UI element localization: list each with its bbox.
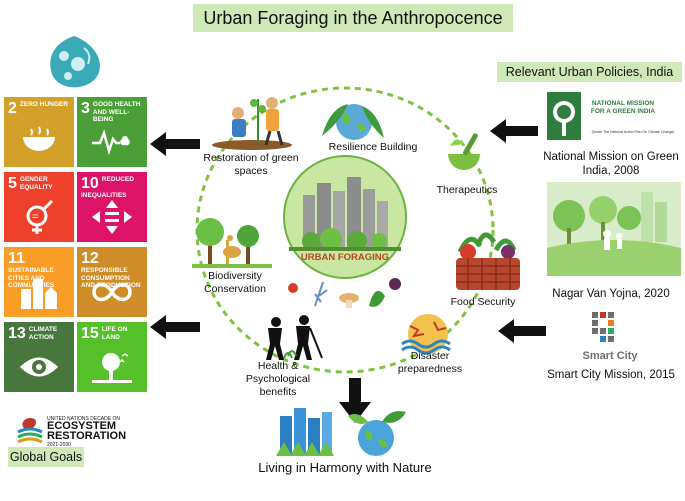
- decade-line4: 2021-2030: [47, 442, 71, 448]
- arrows-icon: [92, 200, 132, 234]
- forest-animals-icon: [192, 218, 272, 268]
- city-globe-harmony-icon: [276, 408, 406, 456]
- green-india-logo: NATIONAL MISSION FOR A GREEN INDIA (Unde…: [547, 92, 681, 142]
- un-decade-logo: UNITED NATIONS DECADE ON ECOSYSTEM RESTO…: [16, 416, 156, 448]
- arrow-right-upper-icon: [490, 119, 538, 143]
- policy-smart-city-label: Smart City Mission, 2015: [547, 369, 675, 381]
- page-title: Urban Foraging in the Anthropocence: [193, 4, 513, 32]
- small-produce-icons: [288, 278, 401, 308]
- nagar-van-illustration: [547, 182, 681, 276]
- decade-emblem-icon: [17, 418, 43, 444]
- global-goals-label: Global Goals: [8, 447, 84, 467]
- center-city-illustration: [283, 155, 407, 279]
- heartbeat-icon: [92, 129, 130, 156]
- bottom-label: Living in Harmony with Nature: [258, 460, 432, 475]
- policy-nagar-van-label: Nagar Van Yojna, 2020: [552, 288, 670, 300]
- decade-line2: ECOSYSTEM: [47, 420, 117, 432]
- benefit-health-label: Health & Psychological benefits: [245, 360, 311, 398]
- benefit-food-security-label: Food Security: [450, 296, 516, 308]
- gardening-people-icon: [266, 315, 323, 360]
- policy-green-india-label: National Mission on Green India, 2008: [543, 151, 679, 177]
- smart-city-logo-text: Smart City: [582, 350, 638, 362]
- planting-people-icon: [212, 97, 292, 150]
- disaster-waves-icon: [401, 314, 451, 355]
- mortar-pestle-icon: [448, 133, 480, 170]
- benefit-therapeutics-label: Therapeutics: [436, 184, 498, 196]
- benefit-resilience-label: Resilience Building: [328, 141, 418, 153]
- green-india-logo-text: NATIONAL MISSION FOR A GREEN INDIA: [590, 100, 656, 115]
- benefit-biodiversity-label: Biodiversity Conservation: [204, 270, 266, 295]
- bowl-icon: [23, 126, 55, 151]
- arrow-left-lower-icon: [150, 315, 200, 339]
- globe-leaves-icon: [322, 104, 384, 140]
- sdg-decorative-logo-icon: [50, 36, 100, 88]
- smart-city-logo-icon: [592, 312, 614, 342]
- decade-line3: RESTORATION: [47, 430, 127, 442]
- tree-birds-icon: [92, 353, 132, 383]
- buildings-icon: [21, 279, 57, 309]
- policies-header: Relevant Urban Policies, India: [497, 62, 682, 82]
- tree-logo-icon: [547, 92, 581, 140]
- infinity-icon: [92, 282, 132, 302]
- green-india-logo-subtext: (Under The National Action Plan On Clima…: [591, 130, 675, 134]
- svg-text:=: =: [32, 211, 38, 223]
- center-label: URBAN FORAGING: [300, 252, 390, 263]
- arrow-left-upper-icon: [150, 132, 200, 156]
- gender-icon: =: [26, 200, 54, 234]
- arrow-right-lower-icon: [498, 319, 546, 343]
- arrow-down-icon: [339, 378, 371, 423]
- benefit-restoration-label: Restoration of green spaces: [203, 152, 299, 177]
- benefit-disaster-label: Disaster preparedness: [397, 350, 463, 375]
- decade-line1: UNITED NATIONS DECADE ON: [47, 416, 120, 422]
- vegetable-basket-icon: [456, 232, 520, 290]
- eye-icon: [20, 357, 58, 377]
